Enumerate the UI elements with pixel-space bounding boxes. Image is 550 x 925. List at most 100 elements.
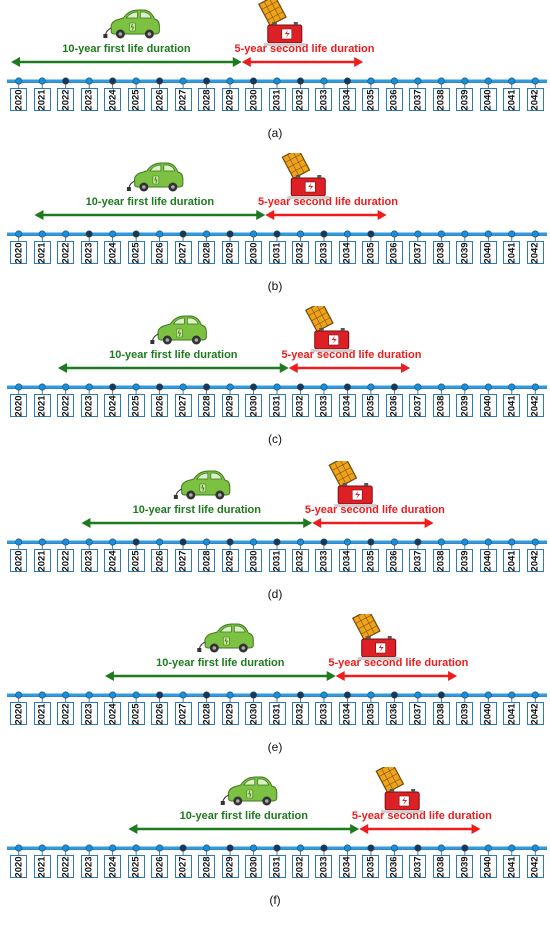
timeline-marker bbox=[85, 538, 93, 546]
year-tick-box: 2029 bbox=[221, 549, 239, 572]
timeline-marker bbox=[132, 538, 140, 546]
year-tick-label: 2038 bbox=[435, 88, 447, 111]
timeline-marker bbox=[203, 230, 211, 238]
year-tick-label: 2030 bbox=[248, 241, 260, 264]
year-tick-label: 2039 bbox=[459, 702, 471, 725]
year-tick-label: 2028 bbox=[201, 241, 213, 264]
year-tick-box: 2025 bbox=[127, 549, 145, 572]
timeline-marker bbox=[273, 844, 281, 852]
solar-battery-storage-icon bbox=[281, 153, 330, 199]
year-tick-box: 2021 bbox=[33, 394, 51, 417]
timeline-marker bbox=[484, 691, 492, 699]
year-tick-label: 2026 bbox=[154, 549, 166, 572]
year-tick-label: 2024 bbox=[107, 394, 119, 417]
timeline-marker bbox=[367, 383, 375, 391]
year-tick-label: 2020 bbox=[13, 241, 25, 264]
year-tick-label: 2042 bbox=[529, 702, 541, 725]
timeline-marker bbox=[461, 230, 469, 238]
year-tick-box: 2032 bbox=[291, 88, 309, 111]
year-tick-box: 2042 bbox=[526, 549, 544, 572]
year-tick-box: 2026 bbox=[151, 241, 169, 264]
year-tick-label: 2039 bbox=[459, 241, 471, 264]
year-tick-label: 2037 bbox=[412, 241, 424, 264]
year-tick-box: 2041 bbox=[503, 549, 521, 572]
timeline-marker bbox=[15, 230, 23, 238]
timeline-axis bbox=[7, 844, 547, 855]
year-tick-label: 2032 bbox=[294, 88, 306, 111]
year-tick-box: 2023 bbox=[80, 88, 98, 111]
year-tick-box: 2027 bbox=[174, 394, 192, 417]
year-tick-box: 2035 bbox=[362, 702, 380, 725]
electric-car-icon bbox=[220, 776, 278, 806]
year-tick-box: 2041 bbox=[503, 702, 521, 725]
year-tick-label: 2028 bbox=[201, 702, 213, 725]
year-tick-label: 2021 bbox=[36, 241, 48, 264]
timeline-marker bbox=[179, 77, 187, 85]
timeline-marker bbox=[250, 538, 258, 546]
timeline-marker bbox=[179, 383, 187, 391]
year-tick-label: 2042 bbox=[529, 241, 541, 264]
year-tick-box: 2023 bbox=[80, 855, 98, 878]
year-tick-box: 2041 bbox=[503, 241, 521, 264]
timeline-marker bbox=[250, 383, 258, 391]
year-tick-box: 2042 bbox=[526, 88, 544, 111]
year-tick-label: 2032 bbox=[294, 394, 306, 417]
year-tick-box: 2027 bbox=[174, 702, 192, 725]
year-tick-box: 2033 bbox=[315, 855, 333, 878]
year-tick-box: 2023 bbox=[80, 394, 98, 417]
year-tick-box: 2036 bbox=[385, 855, 403, 878]
year-tick-box: 2021 bbox=[33, 241, 51, 264]
timeline-marker bbox=[320, 383, 328, 391]
timeline-marker bbox=[226, 691, 234, 699]
year-tick-box: 2024 bbox=[104, 855, 122, 878]
year-tick-label: 2026 bbox=[154, 394, 166, 417]
year-tick-box: 2040 bbox=[479, 549, 497, 572]
timeline-marker bbox=[320, 77, 328, 85]
year-tick-label: 2031 bbox=[271, 702, 283, 725]
year-tick-label: 2041 bbox=[506, 88, 518, 111]
year-tick-box: 2034 bbox=[338, 241, 356, 264]
year-tick-box: 2037 bbox=[409, 88, 427, 111]
year-tick-box: 2029 bbox=[221, 855, 239, 878]
first-life-label: 10-year first life duration bbox=[180, 810, 309, 822]
year-tick-box: 2020 bbox=[10, 702, 28, 725]
year-tick-label: 2035 bbox=[365, 88, 377, 111]
timeline-marker bbox=[343, 77, 351, 85]
year-tick-label: 2033 bbox=[318, 88, 330, 111]
timeline-marker bbox=[62, 230, 70, 238]
year-tick-label: 2031 bbox=[271, 394, 283, 417]
second-life-arrow bbox=[265, 210, 387, 220]
year-tick-box: 2030 bbox=[245, 241, 263, 264]
year-tick-box: 2025 bbox=[127, 394, 145, 417]
year-tick-box: 2027 bbox=[174, 549, 192, 572]
year-tick-box: 2022 bbox=[57, 241, 75, 264]
year-tick-label: 2023 bbox=[83, 394, 95, 417]
year-tick-box: 2029 bbox=[221, 702, 239, 725]
year-tick-label: 2040 bbox=[482, 241, 494, 264]
timeline-marker bbox=[203, 77, 211, 85]
solar-battery-storage-icon bbox=[351, 614, 400, 660]
year-tick-label: 2030 bbox=[248, 88, 260, 111]
panel-caption: (a) bbox=[268, 126, 283, 140]
year-tick-label: 2036 bbox=[388, 241, 400, 264]
year-tick-box: 2037 bbox=[409, 549, 427, 572]
year-tick-label: 2020 bbox=[13, 88, 25, 111]
year-tick-label: 2022 bbox=[60, 394, 72, 417]
year-tick-box: 2030 bbox=[245, 855, 263, 878]
year-tick-label: 2033 bbox=[318, 394, 330, 417]
timeline-marker bbox=[296, 538, 304, 546]
timeline-marker bbox=[132, 383, 140, 391]
year-tick-box: 2033 bbox=[315, 549, 333, 572]
year-tick-label: 2021 bbox=[36, 394, 48, 417]
year-tick-label: 2036 bbox=[388, 702, 400, 725]
year-tick-label: 2033 bbox=[318, 702, 330, 725]
electric-car-icon bbox=[126, 162, 184, 192]
year-tick-label: 2032 bbox=[294, 702, 306, 725]
first-life-arrow bbox=[104, 671, 336, 681]
timeline-marker bbox=[531, 230, 539, 238]
year-tick-box: 2030 bbox=[245, 394, 263, 417]
